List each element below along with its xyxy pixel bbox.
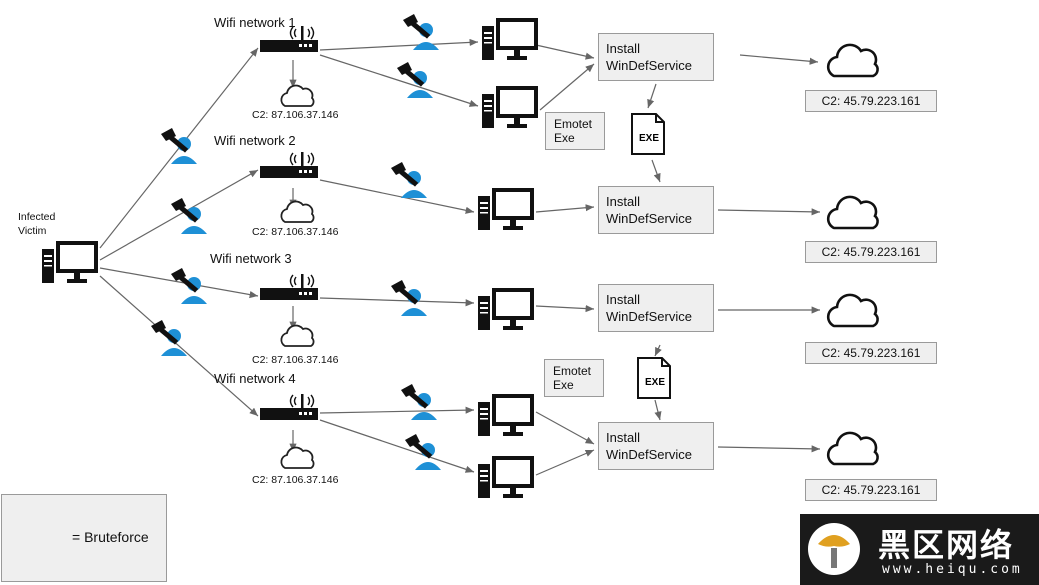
cloud-icon	[826, 293, 879, 328]
c2-server-box: C2: 45.79.223.161	[805, 90, 937, 112]
cloud-icon	[280, 84, 315, 107]
network-label: Wifi network 4	[214, 371, 296, 386]
cloud-icon	[280, 324, 315, 347]
install-line2: WinDefService	[606, 211, 692, 226]
install-service-box: Install WinDefService	[598, 422, 714, 470]
install-line2: WinDefService	[606, 58, 692, 73]
computer-icon	[482, 86, 538, 128]
computer-icon	[478, 188, 534, 230]
cloud-icon	[826, 43, 879, 78]
install-line1: Install	[606, 430, 640, 445]
router-icon	[259, 273, 319, 301]
bruteforce-icon	[161, 128, 197, 164]
victim-label-line2: Victim	[18, 225, 47, 237]
connection-lines	[99, 38, 821, 476]
c2-server-box: C2: 45.79.223.161	[805, 342, 937, 364]
install-line2: WinDefService	[606, 447, 692, 462]
install-line1: Install	[606, 41, 640, 56]
victim-label-line1: Infected	[18, 211, 56, 223]
install-service-box: Install WinDefService	[598, 284, 714, 332]
c2-server-box: C2: 45.79.223.161	[805, 479, 937, 501]
emotet-exe-box: Emotet Exe	[545, 112, 605, 150]
bruteforce-icon	[405, 434, 441, 470]
legend: = Bruteforce	[1, 494, 167, 582]
install-line1: Install	[606, 292, 640, 307]
router-c2-label: C2: 87.106.37.146	[252, 226, 339, 238]
c2-server-box: C2: 45.79.223.161	[805, 241, 937, 263]
router-c2-label: C2: 87.106.37.146	[252, 474, 339, 486]
exe-file-label: EXE	[639, 133, 659, 144]
router-c2-label: C2: 87.106.37.146	[252, 354, 339, 366]
victim-label: Infected Victim	[18, 210, 55, 238]
cloud-icon	[826, 195, 879, 230]
computer-icon	[482, 18, 538, 60]
cloud-icon	[280, 200, 315, 223]
watermark-logo-icon	[808, 523, 860, 575]
bruteforce-icon	[401, 384, 437, 420]
router-icon	[259, 393, 319, 421]
router-c2-label: C2: 87.106.37.146	[252, 109, 339, 121]
emotet-line2: Exe	[554, 131, 575, 145]
computer-icon	[478, 394, 534, 436]
cloud-icon	[826, 431, 879, 466]
emotet-line1: Emotet	[554, 117, 593, 131]
bruteforce-icon	[151, 320, 187, 356]
victim-computer-icon	[42, 241, 98, 283]
install-line1: Install	[606, 194, 640, 209]
watermark-url: www.heiqu.com	[882, 562, 1023, 577]
watermark: 黑区网络 www.heiqu.com	[800, 514, 1039, 585]
install-service-box: Install WinDefService	[598, 33, 714, 81]
install-line2: WinDefService	[606, 309, 692, 324]
bruteforce-icon	[391, 162, 427, 198]
network-label: Wifi network 2	[214, 133, 296, 148]
computer-icon	[478, 288, 534, 330]
network-label: Wifi network 3	[210, 251, 292, 266]
install-service-box: Install WinDefService	[598, 186, 714, 234]
exe-file-label: EXE	[645, 377, 665, 388]
computer-icon	[478, 456, 534, 498]
cloud-icon	[280, 446, 315, 469]
network-label: Wifi network 1	[214, 15, 296, 30]
emotet-line2: Exe	[553, 378, 574, 392]
emotet-exe-box: Emotet Exe	[544, 359, 604, 397]
bruteforce-icon	[391, 280, 427, 316]
router-icon	[259, 151, 319, 179]
bruteforce-icon	[397, 62, 433, 98]
legend-text: = Bruteforce	[72, 529, 149, 545]
watermark-title: 黑区网络	[878, 527, 1015, 563]
emotet-line1: Emotet	[553, 364, 592, 378]
